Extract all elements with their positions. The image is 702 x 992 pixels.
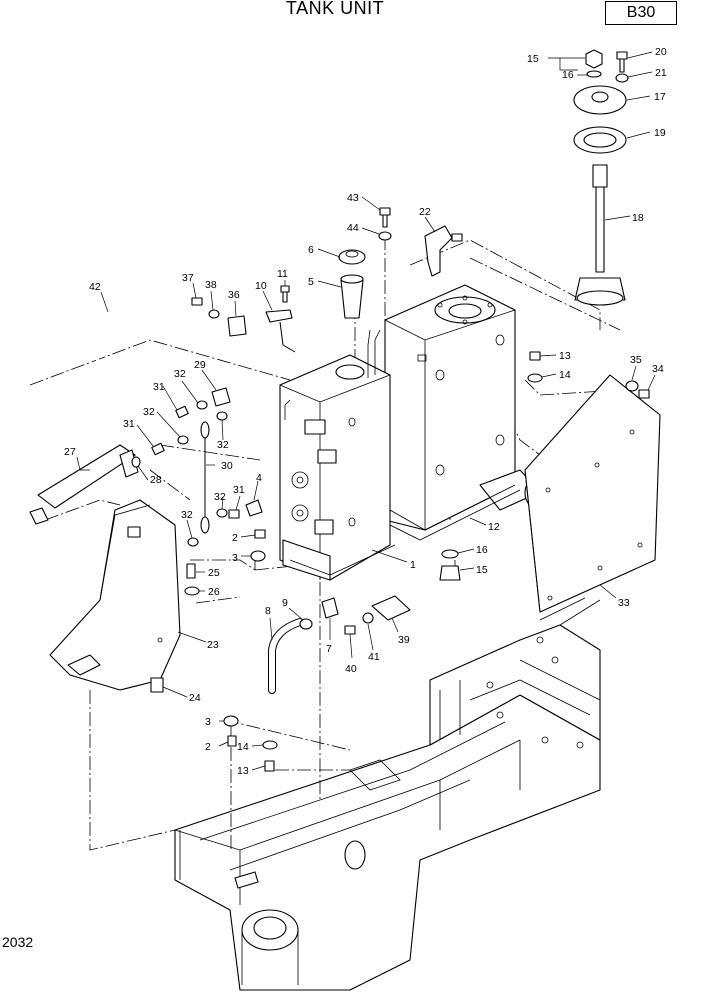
level-sender xyxy=(573,85,627,306)
page-title: TANK UNIT xyxy=(285,0,385,18)
callout-43: 43 xyxy=(347,192,359,204)
callout-17: 17 xyxy=(654,91,666,103)
callout-35: 35 xyxy=(630,354,642,366)
callout-16a: 16 xyxy=(562,69,574,81)
callout-22: 22 xyxy=(419,206,431,218)
callout-29: 29 xyxy=(194,359,206,371)
callout-24: 24 xyxy=(189,692,201,704)
callout-19: 19 xyxy=(654,127,666,139)
callout-32c: 32 xyxy=(217,439,229,451)
callout-2b: 2 xyxy=(205,741,211,753)
callout-42: 42 xyxy=(89,281,101,293)
callout-32d: 32 xyxy=(214,491,226,503)
cover-panel xyxy=(524,374,661,613)
callout-3a: 3 xyxy=(232,552,238,564)
main-tank xyxy=(379,284,546,541)
callout-23: 23 xyxy=(207,639,219,651)
callout-11: 11 xyxy=(277,268,288,280)
callout-39: 39 xyxy=(398,634,410,646)
callout-36: 36 xyxy=(228,289,240,301)
section-code-box: B30 xyxy=(605,1,677,25)
leader-lines xyxy=(76,51,656,771)
callout-28: 28 xyxy=(150,474,162,486)
callout-26: 26 xyxy=(208,586,220,598)
callout-14b: 14 xyxy=(237,741,249,753)
callout-38: 38 xyxy=(205,279,217,291)
callout-31b: 31 xyxy=(123,418,135,430)
callout-10: 10 xyxy=(255,280,267,292)
callout-18: 18 xyxy=(632,212,644,224)
callout-41: 41 xyxy=(368,651,380,663)
callout-33: 33 xyxy=(618,597,630,609)
side-cover xyxy=(49,499,181,691)
callout-20: 20 xyxy=(655,46,667,58)
page-number: 2032 xyxy=(2,934,34,950)
callout-labels: 1 2 3 4 5 6 7 8 9 10 11 12 13 14 15 16 1… xyxy=(64,46,667,777)
callout-32a: 32 xyxy=(174,368,186,380)
callout-13b: 13 xyxy=(237,765,249,777)
callout-1: 1 xyxy=(410,559,416,571)
cable-30 xyxy=(200,421,210,534)
hose-42 xyxy=(91,306,157,442)
callout-15a: 15 xyxy=(527,53,539,65)
callout-12: 12 xyxy=(488,521,500,533)
bracket-27 xyxy=(29,444,139,525)
callout-3b: 3 xyxy=(205,716,211,728)
callout-27: 27 xyxy=(64,446,76,458)
callout-34: 34 xyxy=(652,363,664,375)
callout-7: 7 xyxy=(326,643,332,655)
callout-32e: 32 xyxy=(181,509,193,521)
callout-8: 8 xyxy=(265,605,271,617)
small-parts xyxy=(131,49,650,772)
callout-37: 37 xyxy=(182,272,194,284)
callout-21: 21 xyxy=(655,67,667,79)
callout-31c: 31 xyxy=(233,484,245,496)
callout-9: 9 xyxy=(282,597,288,609)
callout-2a: 2 xyxy=(232,532,238,544)
callout-31a: 31 xyxy=(153,381,165,393)
callout-32b: 32 xyxy=(143,406,155,418)
callout-16b: 16 xyxy=(476,544,488,556)
callout-44: 44 xyxy=(347,222,359,234)
hose-8 xyxy=(268,618,304,694)
callout-13a: 13 xyxy=(559,350,571,362)
callout-4: 4 xyxy=(256,472,262,484)
callout-30: 30 xyxy=(221,460,233,472)
callout-6: 6 xyxy=(308,244,314,256)
callout-14a: 14 xyxy=(559,369,571,381)
callout-15b: 15 xyxy=(476,564,488,576)
front-tank xyxy=(279,329,396,581)
callout-25: 25 xyxy=(208,567,220,579)
callout-40: 40 xyxy=(345,663,357,675)
callout-5: 5 xyxy=(308,276,314,288)
machine-frame xyxy=(174,597,601,991)
